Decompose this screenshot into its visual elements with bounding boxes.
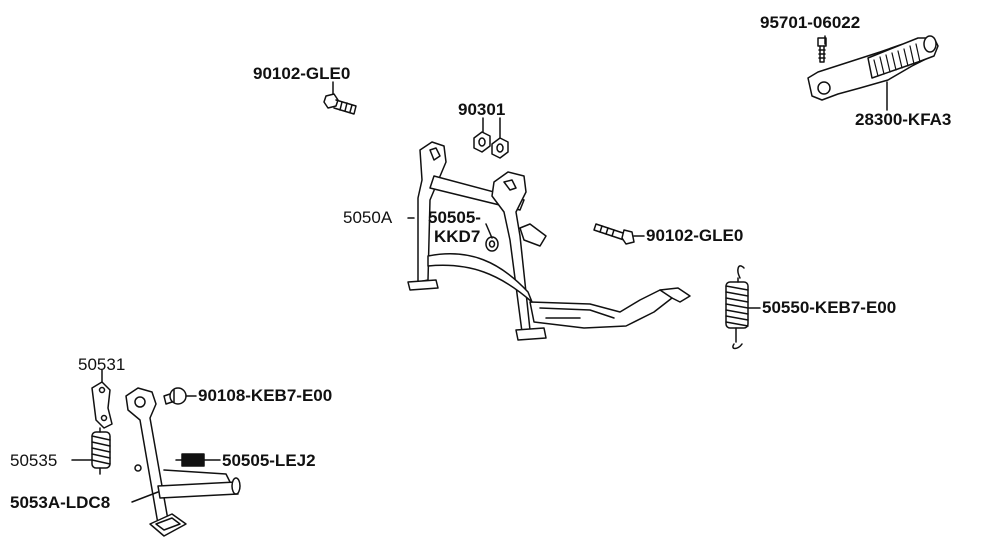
label-5053A: 5053A-LDC8 <box>10 493 111 512</box>
side-stand <box>125 387 241 537</box>
spring-50535 <box>91 427 111 475</box>
label-90108: 90108-KEB7-E00 <box>198 386 333 405</box>
label-50505-lej2: 50505-LEJ2 <box>222 451 316 470</box>
label-90102-mid: 90102-GLE0 <box>646 226 744 245</box>
label-50531: 50531 <box>78 355 126 374</box>
label-50505-kkd7-line2: KKD7 <box>434 227 481 246</box>
bolt-90102-mid <box>593 223 635 245</box>
kick-starter-arm <box>807 35 939 101</box>
bolt-95701 <box>817 37 827 63</box>
nut-90301-a <box>473 131 491 153</box>
leader-50505-kkd7 <box>485 223 493 239</box>
nut-90301-b <box>491 137 509 159</box>
leader-90301 <box>482 117 501 139</box>
label-50550: 50550-KEB7-E00 <box>762 298 897 317</box>
label-95701: 95701-06022 <box>760 13 861 32</box>
main-stand <box>407 141 691 341</box>
label-28300: 28300-KFA3 <box>855 110 952 129</box>
label-50505-kkd7-line1: 50505- <box>428 208 481 227</box>
label-90102-top: 90102-GLE0 <box>253 64 351 83</box>
rubber-50505-lej2 <box>175 453 205 467</box>
label-50535: 50535 <box>10 451 58 470</box>
leader-5053A <box>131 491 159 503</box>
bolt-90108 <box>163 387 187 405</box>
spring-50550 <box>725 265 749 350</box>
bolt-90102-top <box>323 93 357 115</box>
label-90301: 90301 <box>458 100 506 119</box>
collar-50505-kkd7 <box>485 236 499 252</box>
label-5050A: 5050A <box>343 208 393 227</box>
plate-50531 <box>91 381 113 429</box>
